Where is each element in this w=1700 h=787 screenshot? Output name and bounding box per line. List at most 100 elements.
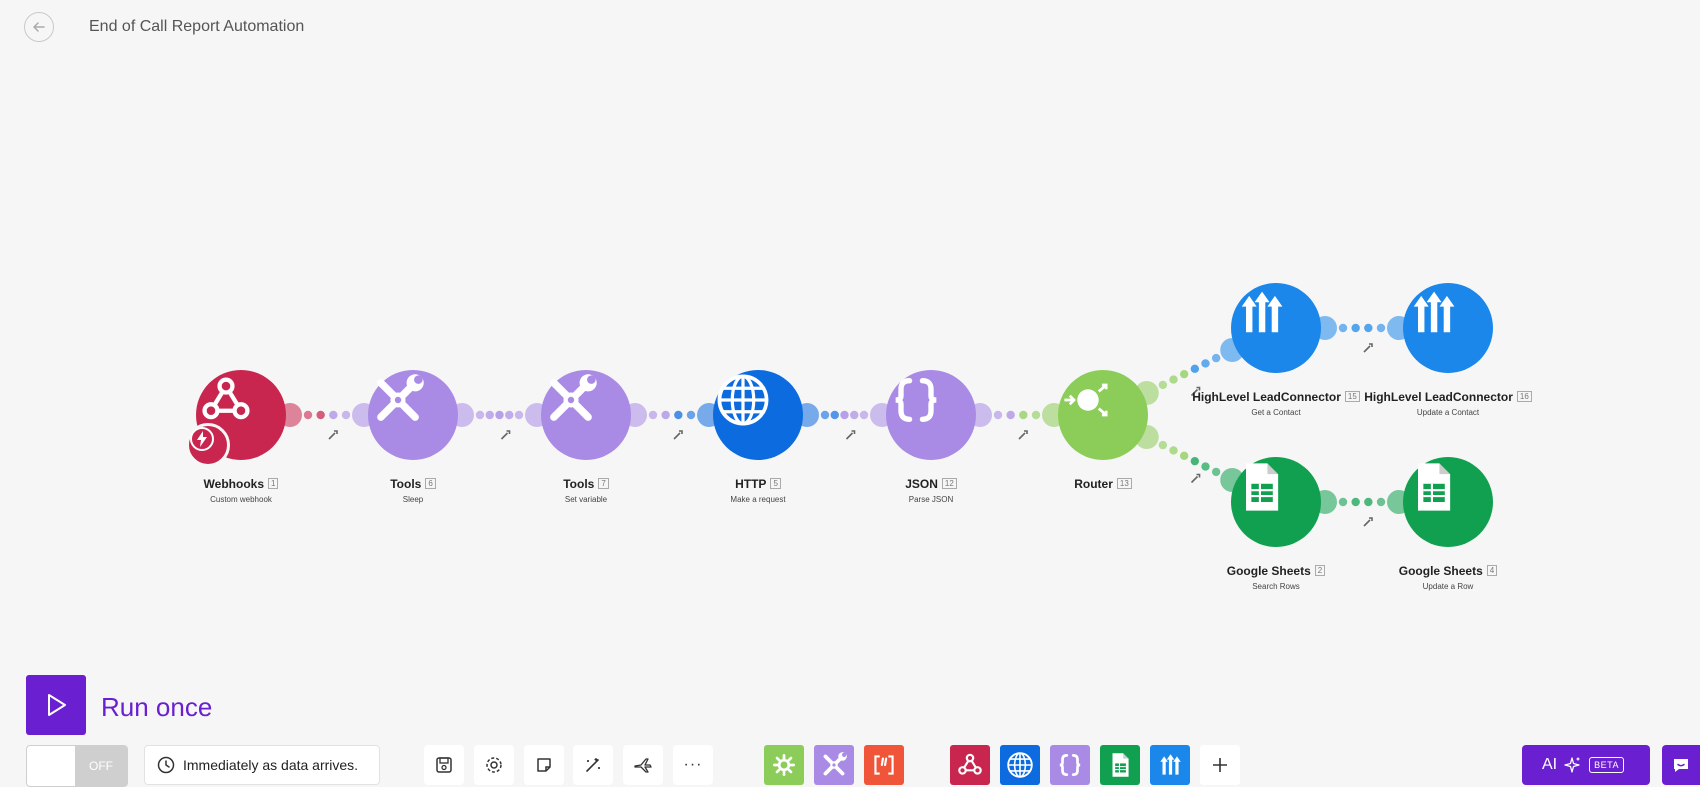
connection-dot <box>1376 323 1386 333</box>
filter-wrench-icon[interactable] <box>1018 430 1028 440</box>
module-router[interactable] <box>1058 370 1148 460</box>
module-action: Update a Contact <box>1416 408 1480 417</box>
filter-wrench-icon[interactable] <box>328 430 338 440</box>
filter-wrench-icon[interactable] <box>845 430 856 440</box>
connection-dot <box>1211 353 1221 363</box>
text-parser-icon <box>869 750 899 780</box>
tools-icon <box>819 750 849 780</box>
arrow-left-icon <box>33 22 45 32</box>
module-name: HighLevel LeadConnector <box>1192 390 1341 404</box>
connection-dot <box>495 410 504 420</box>
module-tools-sleep[interactable] <box>368 370 458 460</box>
connection-dot <box>859 410 869 420</box>
more-icon: ··· <box>683 756 703 773</box>
filter-wrench-icon[interactable] <box>1190 386 1201 397</box>
module-tools-setvar[interactable] <box>541 370 631 460</box>
favorite-globe-button[interactable] <box>1000 745 1040 785</box>
schedule-setting[interactable]: Immediately as data arrives. <box>144 745 380 785</box>
connection-dot <box>1006 410 1015 420</box>
module-action: Sleep <box>402 495 424 504</box>
connection-dot <box>1364 323 1373 333</box>
clock-icon <box>157 756 175 774</box>
connection-dot <box>316 410 325 420</box>
connection-dot <box>475 410 485 420</box>
connection-dot <box>830 410 839 420</box>
connection-dot <box>1019 410 1028 420</box>
play-icon <box>48 694 66 716</box>
connection-dot <box>1211 467 1221 477</box>
module-id-badge: 16 <box>1516 391 1532 402</box>
module-http[interactable] <box>713 370 803 460</box>
connection-dot <box>820 410 830 420</box>
module-id-badge: 1 <box>268 478 279 489</box>
connection-dot <box>1031 410 1041 420</box>
module-hl-get[interactable] <box>1231 283 1321 373</box>
connection-dot <box>329 410 338 420</box>
connection-dot <box>686 410 696 420</box>
module-name: HTTP <box>735 477 767 491</box>
back-button[interactable] <box>24 12 54 42</box>
filter-wrench-icon[interactable] <box>1363 343 1373 353</box>
schedule-text: Immediately as data arrives. <box>183 757 359 773</box>
connection-dot <box>514 410 524 420</box>
module-hl-update[interactable] <box>1403 283 1493 373</box>
connection-dot <box>648 410 658 420</box>
ai-label: AI <box>1542 756 1558 773</box>
scheduling-toggle[interactable]: OFF <box>26 745 128 787</box>
settings-button[interactable] <box>474 745 514 785</box>
module-name: Tools <box>563 477 595 491</box>
run-once-button[interactable] <box>26 675 86 735</box>
flow-control-icon <box>769 750 799 780</box>
sparkle-icon <box>1564 757 1580 773</box>
favorite-highlevel-button[interactable] <box>1150 745 1190 785</box>
braces-icon <box>1055 750 1085 780</box>
module-action: Search Rows <box>1252 582 1300 591</box>
module-action: Update a Row <box>1422 582 1474 591</box>
module-json[interactable] <box>886 370 976 460</box>
explain-flow-button[interactable] <box>623 745 663 785</box>
connection-dot <box>485 410 494 420</box>
module-name: Tools <box>390 477 422 491</box>
save-icon <box>434 755 454 775</box>
connection-dot <box>1179 369 1189 379</box>
toggle-off-label: OFF <box>75 746 127 786</box>
favorite-sheets-button[interactable] <box>1100 745 1140 785</box>
module-gs-update[interactable] <box>1403 457 1493 547</box>
module-name: Webhooks <box>203 477 264 491</box>
ai-assistant-button[interactable]: AI BETA <box>1522 745 1650 785</box>
favorite-flow-control-button[interactable] <box>764 745 804 785</box>
notes-icon <box>534 755 554 775</box>
filter-wrench-icon[interactable] <box>1190 473 1201 484</box>
module-name: Router <box>1074 477 1113 491</box>
save-button[interactable] <box>424 745 464 785</box>
run-once-label[interactable]: Run once <box>101 692 213 722</box>
module-gs-search[interactable] <box>1231 457 1321 547</box>
scenario-title[interactable]: End of Call Report Automation <box>89 18 305 35</box>
connection-dot <box>1351 323 1360 333</box>
favorite-webhook-button[interactable] <box>950 745 990 785</box>
favorite-text-parser-button[interactable] <box>864 745 904 785</box>
favorite-add-button[interactable] <box>1200 745 1240 785</box>
auto-align-button[interactable] <box>573 745 613 785</box>
module-id-badge: 12 <box>941 478 957 489</box>
sheets-icon <box>1105 750 1135 780</box>
favorite-tools-button[interactable] <box>814 745 854 785</box>
trigger-bolt-icon[interactable] <box>186 423 230 467</box>
filter-wrench-icon[interactable] <box>500 430 511 440</box>
module-id-badge: 6 <box>425 478 436 489</box>
filter-wrench-icon[interactable] <box>673 430 683 440</box>
help-button[interactable] <box>1662 745 1700 785</box>
notes-button[interactable] <box>524 745 564 785</box>
favorite-braces-button[interactable] <box>1050 745 1090 785</box>
filter-wrench-icon[interactable] <box>1363 517 1373 527</box>
more-button[interactable]: ··· <box>673 745 713 785</box>
connection-dot <box>840 410 849 420</box>
chat-help-icon <box>1674 759 1688 772</box>
